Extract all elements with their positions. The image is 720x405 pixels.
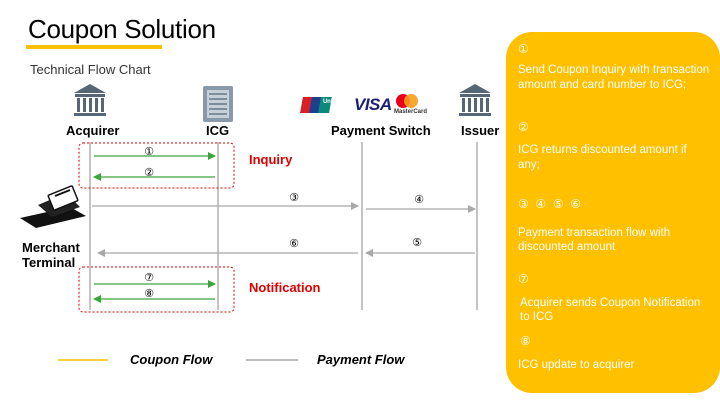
icg-server-icon [203,86,233,122]
unionpay-logo-icon [300,97,332,113]
notification-label: Notification [249,280,321,295]
panel-steps-3-6-line2: discounted amount [518,241,616,253]
actor-payment-switch: Payment Switch [331,123,431,138]
legend-payment-flow: Payment Flow [317,352,405,367]
panel-step-8-line1: ICG update to acquirer [518,359,635,371]
panel-steps-3-6-numbers: ③ ④ ⑤ ⑥ [518,197,582,211]
actor-issuer: Issuer [461,123,500,138]
panel-step-1-number: ① [518,42,529,56]
step-8-number: ⑧ [144,288,154,300]
card-logos [300,94,418,113]
notification-region-box [78,266,235,313]
explanation-panel: ① Send Coupon Inquiry with transaction a… [506,32,720,393]
actor-acquirer: Acquirer [66,123,120,138]
mastercard-logo-text: MasterCard [394,109,428,115]
panel-step-7-number: ⑦ [518,272,529,286]
actor-merchant-terminal-line2: Terminal [22,255,76,270]
mastercard-logo-icon [396,94,418,108]
visa-logo: VISA [354,95,392,114]
panel-step-2-line2: any; [518,159,540,171]
merchant-terminal-icon [20,185,86,228]
step-7-number: ⑦ [144,272,154,284]
acquirer-bank-icon [74,84,106,116]
panel-step-1-line1: Send Coupon Inquiry with transaction [518,64,710,76]
step-1-number: ① [144,146,154,158]
step-2-number: ② [144,167,154,179]
title-underline [26,45,162,49]
panel-step-2-line1: ICG returns discounted amount if [518,144,687,156]
inquiry-region-box [78,142,235,189]
legend-coupon-flow: Coupon Flow [130,352,213,367]
unionpay-logo-text: UnionPay [323,99,350,105]
panel-step-1-line2: amount and card number to ICG; [518,79,687,91]
step-4-number: ④ [414,194,424,206]
panel-step-8-number: ⑧ [520,334,531,348]
actor-icg: ICG [206,123,230,138]
panel-steps-3-6-line1: Payment transaction flow with [518,227,671,239]
step-3-number: ③ [289,192,299,204]
step-6-number: ⑥ [289,238,299,250]
panel-step-7-line1: Acquirer sends Coupon Notification [520,297,701,309]
page-subtitle: Technical Flow Chart [30,62,151,77]
panel-step-7-line2: to ICG [520,311,554,323]
step-5-number: ⑤ [412,237,422,249]
panel-step-2-number: ② [518,120,529,134]
inquiry-label: Inquiry [249,152,293,167]
issuer-bank-icon [459,84,491,116]
actor-merchant-terminal-line1: Merchant [22,240,80,255]
page-title: Coupon Solution [28,14,216,44]
